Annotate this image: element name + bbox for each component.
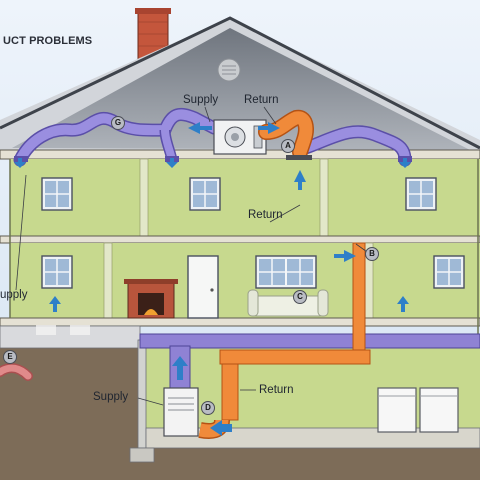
air-flow-arrow-icon — [399, 158, 411, 168]
air-flow-arrow-icon — [334, 250, 356, 262]
marker-a: A — [281, 139, 295, 153]
couch-icon — [247, 289, 329, 317]
window-icon — [189, 177, 221, 211]
return-duct-basement — [198, 242, 371, 439]
window-icon — [255, 255, 317, 289]
return-label-basement: Return — [259, 384, 294, 396]
leaking-duct-icon — [0, 363, 33, 381]
second-floor-slab — [0, 235, 480, 244]
washer-icon — [377, 387, 417, 433]
marker-g: G — [111, 116, 125, 130]
return-label-attic: Return — [244, 94, 279, 106]
window-icon — [405, 177, 437, 211]
supply-label-basement: Supply — [93, 391, 129, 403]
first-floor-slab — [0, 317, 480, 327]
air-flow-arrow-icon — [166, 158, 178, 168]
marker-c: C — [293, 290, 307, 304]
return-label-second-floor: Return — [248, 209, 283, 221]
air-flow-arrow-icon — [49, 296, 61, 312]
fireplace-icon — [124, 279, 178, 319]
window-icon — [41, 177, 73, 211]
supply-label-first-floor: upply — [0, 289, 28, 301]
air-handler-unit-icon — [213, 119, 267, 155]
dryer-icon — [419, 387, 459, 433]
second-floor — [10, 159, 480, 237]
diagram-title: UCT PROBLEMS — [3, 35, 93, 47]
air-flow-arrow-icon — [210, 420, 232, 436]
air-flow-arrow-icon — [172, 356, 188, 380]
air-flow-arrow-icon — [294, 170, 306, 190]
attic-vent-icon — [217, 58, 241, 82]
marker-e: E — [3, 350, 17, 364]
attic-space — [12, 28, 470, 150]
air-flow-arrow-icon — [258, 122, 280, 134]
furnace-icon — [163, 387, 199, 437]
leader-lines — [15, 106, 371, 406]
supply-trunk-basement — [139, 333, 480, 349]
air-flow-arrow-icon — [14, 158, 26, 168]
window-icon — [41, 255, 73, 289]
marker-d: D — [201, 401, 215, 415]
door-icon — [187, 255, 219, 319]
basement-floor — [145, 427, 480, 449]
first-floor — [10, 243, 480, 318]
marker-b: B — [365, 247, 379, 261]
supply-label-attic: Supply — [183, 94, 219, 106]
air-flow-arrow-icon — [397, 296, 409, 312]
return-grille-icon — [286, 155, 312, 160]
air-flow-arrow-icon — [188, 122, 212, 134]
window-icon — [433, 255, 465, 289]
